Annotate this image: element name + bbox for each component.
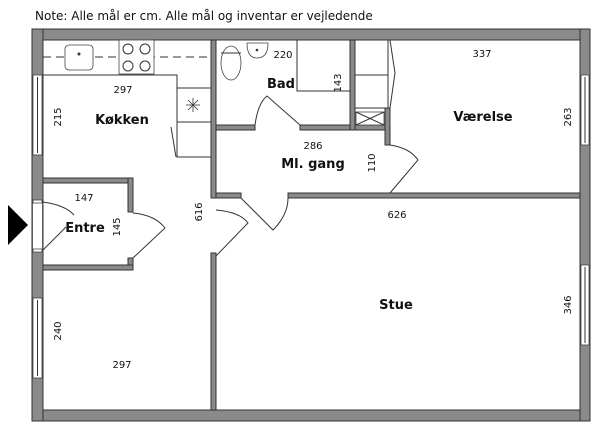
- entrance-width: 147: [74, 193, 93, 204]
- room-label-bath: Bad: [267, 77, 295, 92]
- kitchen-counter: [43, 39, 212, 158]
- bath-width: 220: [273, 50, 292, 61]
- front-door-opening: [33, 202, 42, 250]
- room-label-hallway: Ml. gang: [281, 157, 345, 172]
- living-width: 626: [387, 210, 406, 221]
- living-depth: 346: [563, 295, 574, 314]
- room-label-kitchen: Køkken: [95, 113, 149, 128]
- bottom-left-width: 297: [112, 360, 131, 371]
- bathroom-fixtures: [220, 40, 350, 92]
- fan-icon: [186, 98, 200, 112]
- room-label-bedroom: Værelse: [453, 110, 512, 125]
- kitchen-depth: 215: [53, 107, 64, 126]
- windows: [32, 74, 590, 379]
- kitchen-width: 297: [113, 85, 132, 96]
- entry-arrow-icon: [8, 205, 28, 245]
- bath-depth: 143: [333, 73, 344, 92]
- hallway-depth: 110: [367, 153, 378, 172]
- room-label-living: Stue: [379, 298, 413, 313]
- doors: [42, 95, 419, 259]
- bedroom-depth: 263: [563, 107, 574, 126]
- inner-walls: [42, 39, 581, 411]
- note-text: Note: Alle mål er cm. Alle mål og invent…: [35, 9, 373, 23]
- hallway-width: 286: [303, 141, 322, 152]
- toilet-icon: [220, 45, 242, 81]
- sink-icon: [64, 44, 94, 71]
- entrance-depth: 145: [112, 217, 123, 236]
- shower-area: [296, 40, 350, 92]
- bedroom-width: 337: [472, 49, 491, 60]
- bottom-left-depth: 240: [53, 321, 64, 340]
- wardrobe: [355, 39, 396, 126]
- room-label-entrance: Entre: [65, 221, 105, 236]
- stove-icon: [118, 39, 155, 75]
- corridor-length: 616: [194, 202, 205, 221]
